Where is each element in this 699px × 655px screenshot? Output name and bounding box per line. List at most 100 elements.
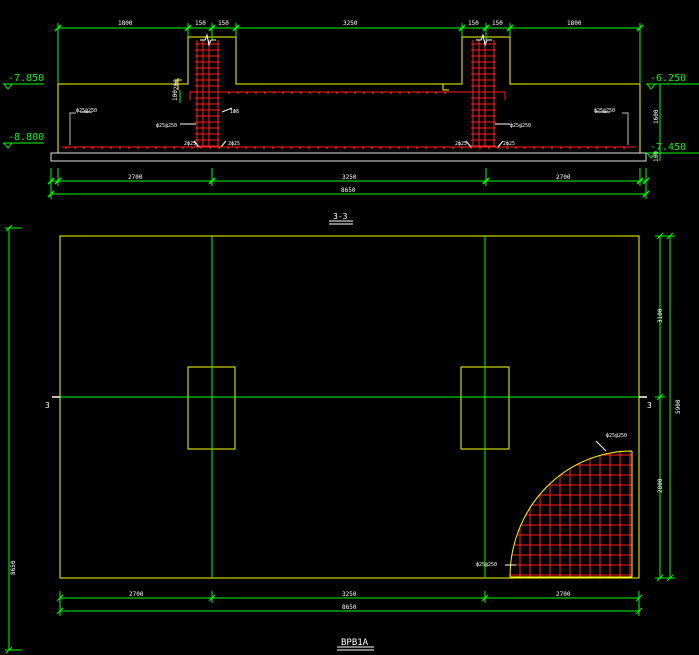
plan-section-mark-right: 3 (647, 401, 652, 410)
dimension-tick (208, 24, 216, 32)
rebar-dot (228, 92, 230, 94)
rebar-dot (389, 147, 391, 149)
rebar-dot (218, 147, 220, 149)
dim-side-1: 1600 (653, 109, 660, 124)
rebar-label-slab-right: ф25@250 (594, 108, 615, 114)
dimension-tick (208, 594, 216, 602)
rebar-dot (479, 147, 481, 149)
rebar-dot (372, 92, 374, 94)
dimension-tick (47, 177, 55, 185)
plan-section-mark-left: 3 (45, 401, 50, 410)
slab-rebar-dots (65, 92, 625, 149)
rebar-label-bar-right-a: 2ф25 (455, 141, 467, 147)
elevation-bottom-right: -7.450 (650, 142, 686, 153)
rebar-dot (524, 147, 526, 149)
rebar-dot (83, 147, 85, 149)
dimension-tick (458, 24, 466, 32)
inner-bracket-left (175, 78, 182, 90)
section-view (3, 23, 699, 225)
dimension-tick (54, 24, 62, 32)
dimension-tick (635, 607, 643, 615)
rebar-label-bar-left-b: 2ф25 (228, 141, 240, 147)
dim-top-7: 1800 (567, 20, 582, 27)
dimension-tick (232, 24, 240, 32)
rebar-dot (353, 147, 355, 149)
dimension-tick (635, 594, 643, 602)
rebar-dot (236, 147, 238, 149)
rebar-dot (291, 92, 293, 94)
rebar-dot (309, 92, 311, 94)
rebar-dot (246, 92, 248, 94)
rebar-dot (488, 147, 490, 149)
labels: -7.850 -8.800 -6.250 -7.450 1800 150 150… (8, 20, 686, 648)
rebar-dot (390, 92, 392, 94)
rebar-dot (344, 147, 346, 149)
rebar-dot (255, 92, 257, 94)
dimension-tick (666, 232, 674, 240)
rebar-dot (65, 147, 67, 149)
plan-dim-right-1: 3100 (657, 308, 664, 323)
rebar-dot (569, 147, 571, 149)
rebar-dot (434, 147, 436, 149)
rebar-dot (363, 92, 365, 94)
rebar-dot (435, 92, 437, 94)
rebar-dot (506, 147, 508, 149)
slab-rebar (62, 91, 636, 148)
rebar-dot (560, 147, 562, 149)
rebar-dot (300, 92, 302, 94)
rebar-dot (282, 92, 284, 94)
break-marks (200, 33, 492, 47)
pier-stirrups-left (195, 43, 220, 147)
rebar-label-pier-right: ф25@250 (510, 123, 531, 129)
mark-right-fill: 200 (173, 79, 180, 90)
dimension-tick (184, 24, 192, 32)
rebar-dot (605, 147, 607, 149)
rebar-dot (416, 147, 418, 149)
plan-rebar-sector (505, 440, 633, 578)
plan-dim-bottom-2: 3250 (342, 591, 357, 598)
plan-axes (60, 236, 639, 578)
plan-view (5, 224, 675, 654)
dim-top-2: 150 (195, 20, 206, 27)
elevation-markers (3, 83, 699, 159)
rebar-dot (354, 92, 356, 94)
blinding-layer (50, 152, 647, 162)
rebar-dot (371, 147, 373, 149)
dim-top-6: 150 (492, 20, 503, 27)
plan-dim-bottom-total: 8650 (342, 604, 357, 611)
dimension-tick (54, 177, 62, 185)
rebar-dot (263, 147, 265, 149)
rebar-dot (443, 147, 445, 149)
plan-outline (59, 235, 640, 579)
rebar-dot (209, 147, 211, 149)
rebar-dot (101, 147, 103, 149)
dimension-tick (5, 224, 13, 232)
rebar-dot (444, 92, 446, 94)
plan-rebar-label-top: ф25@250 (606, 433, 627, 439)
section-outline (57, 36, 641, 154)
plan-dim-bottom-1: 2700 (129, 591, 144, 598)
plan-title-underline (337, 646, 374, 651)
dim-top-3: 150 (218, 20, 229, 27)
rebar-dot (182, 147, 184, 149)
rebar-dot (281, 147, 283, 149)
rebar-dot (426, 92, 428, 94)
rebar-dot (461, 147, 463, 149)
rebar-dot (264, 92, 266, 94)
rebar-dot (407, 147, 409, 149)
rebar-dot (227, 147, 229, 149)
rebar-dot (542, 147, 544, 149)
rebar-dot (299, 147, 301, 149)
dimension-tick (636, 177, 644, 185)
section-title-underline (329, 220, 353, 225)
plan-dim-left-overall: 8650 (10, 560, 17, 575)
section-dimensions (50, 23, 666, 199)
rebar-dot (380, 147, 382, 149)
rebar-dot (191, 147, 193, 149)
dimension-tick (656, 232, 664, 240)
rebar-label-tie-left: 1Ф8 (230, 109, 239, 115)
pier-stirrups-right (471, 43, 496, 147)
elevation-bottom-left: -8.800 (8, 132, 44, 143)
dimension-tick (482, 24, 490, 32)
